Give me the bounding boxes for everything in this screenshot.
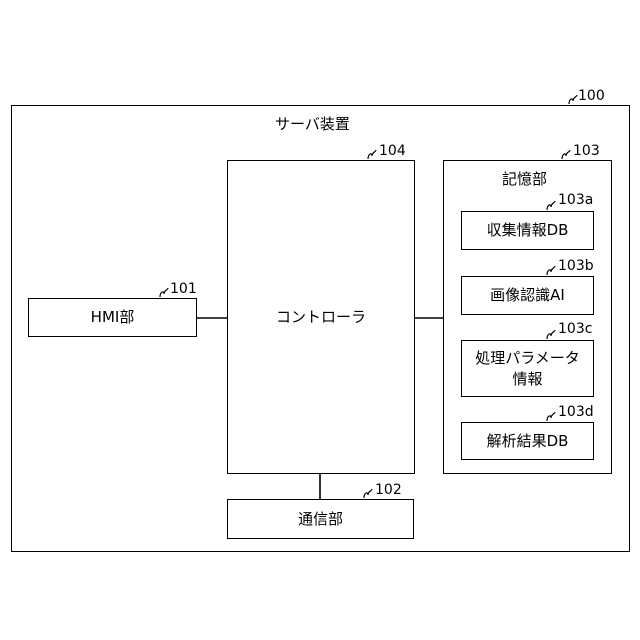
ref-storage-item-d: 103d: [558, 405, 594, 419]
ref-server: 100: [578, 89, 605, 103]
storage-item-label: 解析結果DB: [487, 431, 569, 451]
server-device-label: サーバ装置: [275, 117, 350, 132]
hmi-label: HMI部: [91, 307, 135, 327]
hmi-box: HMI部: [28, 298, 197, 337]
communication-box: 通信部: [227, 499, 414, 539]
controller-box: コントローラ: [227, 160, 415, 474]
ref-communication: 102: [375, 483, 402, 497]
ref-controller: 104: [379, 144, 406, 158]
controller-label: コントローラ: [276, 307, 366, 327]
communication-label: 通信部: [298, 509, 343, 529]
storage-item-label: 収集情報DB: [487, 220, 569, 240]
storage-item-processing-parameter-info: 処理パラメータ 情報: [461, 340, 594, 397]
storage-label: 記憶部: [502, 172, 547, 187]
ref-hmi: 101: [170, 282, 197, 296]
leader-squiggle-100: [569, 95, 577, 104]
storage-item-label-line2: 情報: [512, 369, 542, 389]
storage-item-collected-info-db: 収集情報DB: [461, 211, 594, 250]
ref-storage-item-a: 103a: [558, 193, 593, 207]
ref-storage-item-c: 103c: [558, 322, 592, 336]
storage-item-analysis-result-db: 解析結果DB: [461, 422, 594, 460]
storage-item-label-line1: 処理パラメータ: [475, 348, 580, 368]
storage-item-image-recognition-ai: 画像認識AI: [461, 276, 594, 315]
storage-item-label: 画像認識AI: [490, 285, 565, 305]
ref-storage-item-b: 103b: [558, 259, 594, 273]
ref-storage: 103: [573, 144, 600, 158]
